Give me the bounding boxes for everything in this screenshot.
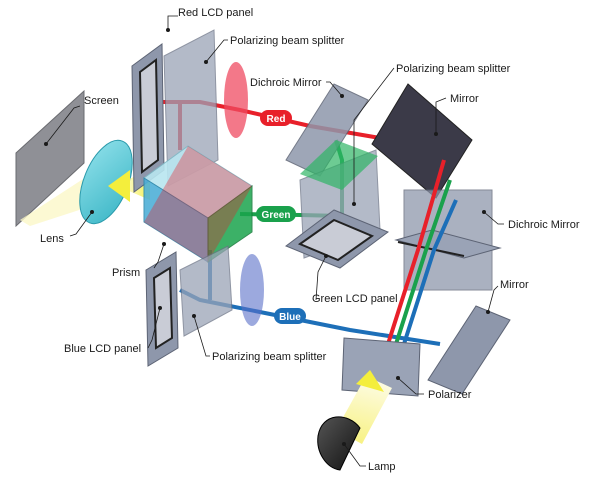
label-lens: Lens bbox=[40, 233, 64, 245]
leader-lens bbox=[69, 211, 93, 237]
leader-dichroic-top bbox=[326, 81, 343, 97]
green-beam-pill: Green bbox=[256, 206, 296, 222]
lens-light-arrow bbox=[108, 170, 130, 202]
dot-blue-lcd bbox=[158, 306, 162, 310]
leader-pbs-right bbox=[353, 67, 395, 204]
label-blue-lcd-panel: Blue LCD panel bbox=[64, 343, 141, 355]
label-dichroic-mirror-right: Dichroic Mirror bbox=[508, 219, 580, 231]
blue-beam-label: Blue bbox=[279, 312, 301, 323]
label-screen: Screen bbox=[84, 95, 119, 107]
leader-blue-lcd bbox=[147, 307, 161, 349]
label-green-lcd-panel: Green LCD panel bbox=[312, 293, 398, 305]
leader-prism bbox=[153, 243, 165, 269]
mirror-right bbox=[427, 305, 511, 395]
pbs-bottom bbox=[179, 245, 233, 337]
dichroic-mirror-right-edge bbox=[397, 241, 465, 257]
leader-pbs-bottom bbox=[193, 315, 210, 357]
leader-screen bbox=[45, 105, 81, 145]
dot-green-lcd bbox=[324, 254, 328, 258]
label-red-lcd-panel: Red LCD panel bbox=[178, 7, 253, 19]
prism-right-face bbox=[207, 185, 253, 263]
leader-green-lcd bbox=[315, 255, 327, 301]
screen bbox=[15, 89, 85, 228]
label-pbs-bottom: Polarizing beam splitter bbox=[212, 351, 327, 363]
red-beam-pill: Red bbox=[260, 110, 292, 126]
leader-pbs-top bbox=[205, 39, 228, 63]
dot-pbs-right bbox=[352, 202, 356, 206]
dot-red-lcd bbox=[166, 28, 170, 32]
blue-filter-lens bbox=[240, 254, 264, 326]
leaders bbox=[44, 15, 504, 467]
mirror-top bbox=[371, 83, 473, 199]
dot-dichroic-right bbox=[482, 210, 486, 214]
dot-mirror-top bbox=[434, 132, 438, 136]
leader-dichroic-right bbox=[483, 211, 504, 225]
dot-pbs-bottom bbox=[192, 314, 196, 318]
rgb-beam-green bbox=[394, 179, 452, 345]
blue-lcd-panel-screen bbox=[152, 266, 174, 350]
label-pbs-right: Polarizing beam splitter bbox=[396, 63, 511, 75]
dot-polarizer bbox=[396, 376, 400, 380]
dot-dichroic-top bbox=[340, 94, 344, 98]
rgb-beam-blue bbox=[402, 199, 458, 345]
label-mirror-right: Mirror bbox=[500, 279, 529, 291]
red-beam-label: Red bbox=[267, 114, 286, 125]
red-filter-lens bbox=[224, 62, 248, 138]
label-dichroic-mirror-top: Dichroic Mirror bbox=[250, 77, 322, 89]
dot-pbs-top bbox=[204, 60, 208, 64]
dot-mirror-right bbox=[486, 310, 490, 314]
leader-red-lcd bbox=[167, 15, 178, 30]
label-mirror-top: Mirror bbox=[450, 93, 479, 105]
lamp-light-arrow bbox=[356, 370, 384, 392]
label-pbs-top: Polarizing beam splitter bbox=[230, 35, 345, 47]
dot-lens bbox=[90, 210, 94, 214]
leader-mirror-right bbox=[487, 285, 499, 313]
leader-polarizer bbox=[397, 377, 424, 395]
dot-screen bbox=[44, 142, 48, 146]
green-beam-label: Green bbox=[262, 210, 291, 221]
lamp bbox=[317, 416, 361, 471]
leader-mirror-top bbox=[435, 97, 447, 134]
label-prism: Prism bbox=[112, 267, 140, 279]
rgb-beam-red bbox=[386, 159, 446, 345]
blue-beam-pill: Blue bbox=[274, 308, 306, 324]
dot-lamp bbox=[342, 442, 346, 446]
leader-lamp bbox=[343, 443, 366, 467]
pbs-top bbox=[163, 29, 219, 187]
green-filter bbox=[300, 140, 378, 190]
red-lcd-panel-screen bbox=[138, 58, 160, 174]
prism-red-plane bbox=[144, 146, 252, 262]
dot-prism bbox=[162, 242, 166, 246]
label-lamp: Lamp bbox=[368, 461, 396, 473]
label-polarizer: Polarizer bbox=[428, 389, 472, 401]
